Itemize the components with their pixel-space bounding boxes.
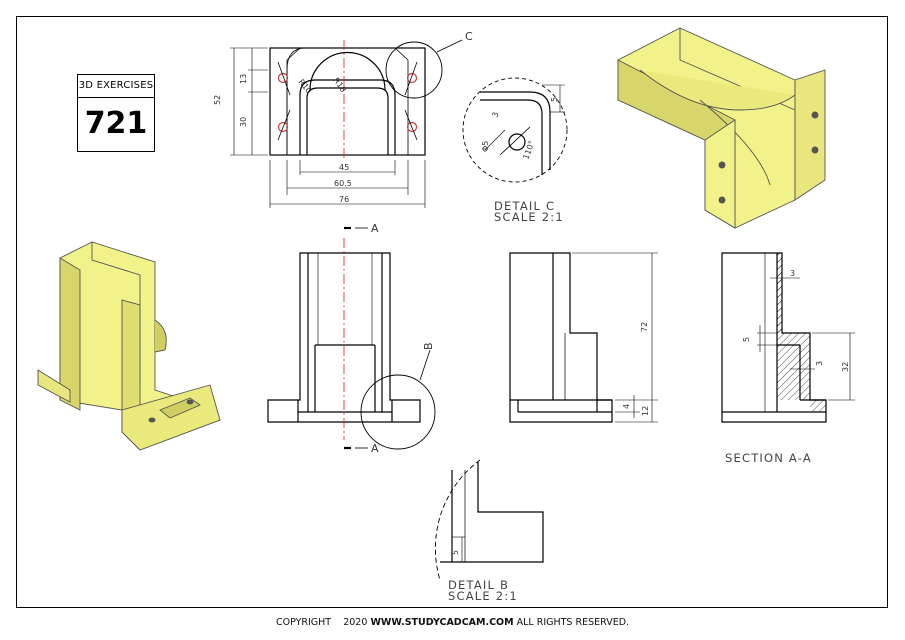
badge-header: 3D EXERCISES <box>78 75 154 98</box>
section-dimensions <box>757 277 855 401</box>
detail-b-leader <box>419 349 431 381</box>
detail-b-bubble: B <box>422 342 435 350</box>
detail-b-view <box>434 459 544 581</box>
detail-b-callout-circle <box>360 374 436 450</box>
section-title: SECTION A-A <box>725 451 812 465</box>
copyright-footer: COPYRIGHT 2020 WWW.STUDYCADCAM.COM ALL R… <box>0 617 905 628</box>
detail-c-title: DETAIL C <box>494 199 555 213</box>
detail-b-scale: SCALE 2:1 <box>448 589 518 603</box>
front-view <box>267 252 421 423</box>
top-view <box>269 47 426 156</box>
dim-60-5: 60.5 <box>334 179 352 188</box>
dim-c-110: 110° <box>521 139 536 160</box>
copyright-label: COPYRIGHT <box>275 617 332 628</box>
dim-45: 45 <box>339 163 349 172</box>
dim-sec-3: 3 <box>790 269 795 278</box>
dim-sec-3b: 3 <box>815 361 824 366</box>
dim-c-5: 5 <box>550 97 559 102</box>
exercise-badge: 3D EXERCISES 721 <box>77 74 155 152</box>
dim-76: 76 <box>339 195 349 204</box>
side-view-dimensions <box>572 252 658 423</box>
dim-13: 13 <box>239 74 248 84</box>
cut-label-top: A <box>371 222 379 235</box>
detail-b-title: DETAIL B <box>448 578 509 592</box>
copyright-year: 2020 <box>343 617 368 628</box>
dim-r18: R18 <box>331 76 347 94</box>
detail-c-bubble: C <box>465 30 473 43</box>
dim-12: 12 <box>641 406 650 416</box>
dim-sec-32: 32 <box>841 362 850 372</box>
dim-72: 72 <box>640 322 649 332</box>
detail-c-leader <box>436 39 463 53</box>
iso-model-left <box>37 241 221 451</box>
section-a-a-view <box>721 252 827 423</box>
top-view-dimensions <box>230 47 426 208</box>
dim-sec-5: 5 <box>742 337 751 342</box>
drawing-frame <box>16 16 888 608</box>
dim-4: 4 <box>622 404 631 409</box>
iso-model-top-right <box>617 27 826 229</box>
detail-c-callout-circle <box>385 41 443 99</box>
dim-b-5: 5 <box>451 550 460 555</box>
detail-c-scale: SCALE 2:1 <box>494 210 564 224</box>
cut-plane-markers <box>344 226 368 450</box>
dim-52: 52 <box>213 95 222 105</box>
dim-c-phi5: Φ5 <box>481 141 490 152</box>
dim-30: 30 <box>239 117 248 127</box>
copyright-site[interactable]: WWW.STUDYCADCAM.COM <box>370 617 514 628</box>
dim-c-3: 3 <box>490 111 500 119</box>
cut-label-bottom: A <box>371 442 379 455</box>
exercise-number: 721 <box>84 106 148 141</box>
copyright-rights: ALL RIGHTS RESERVED. <box>516 617 630 628</box>
detail-c-view <box>462 77 568 183</box>
side-view <box>509 252 613 423</box>
